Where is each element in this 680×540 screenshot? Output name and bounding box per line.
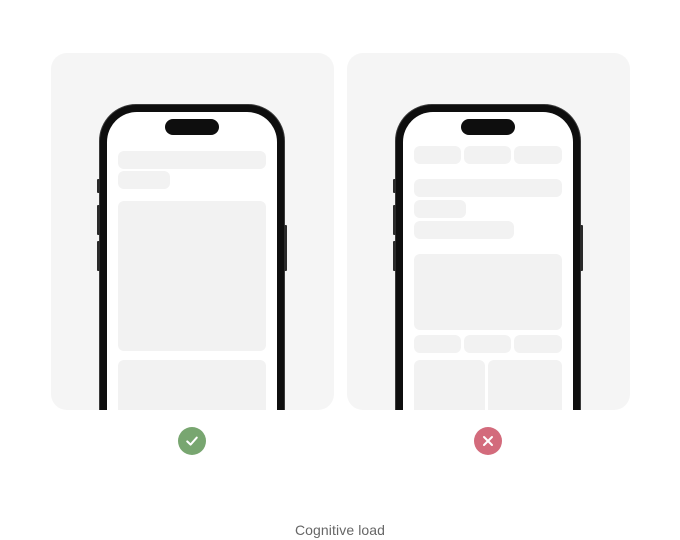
phone-power-button xyxy=(580,225,583,271)
phone-mockup xyxy=(393,105,583,410)
caption: Cognitive load xyxy=(294,522,386,538)
skeleton-chip xyxy=(414,335,461,353)
dynamic-island xyxy=(461,119,515,135)
phone-mockup xyxy=(97,105,287,410)
skeleton-content-card xyxy=(118,201,266,351)
skeleton-subtitle-bar xyxy=(118,171,170,189)
skeleton-content-card xyxy=(414,254,562,330)
skeleton-chip xyxy=(514,335,562,353)
skeleton-subtitle-bar xyxy=(414,200,466,218)
phone-power-button xyxy=(284,225,287,271)
good-example-panel xyxy=(51,53,334,410)
phone-screen xyxy=(107,112,277,410)
cross-icon xyxy=(474,427,502,455)
phone-side-button xyxy=(393,241,396,271)
phone-screen xyxy=(403,112,573,410)
phone-side-button xyxy=(97,179,100,193)
skeleton-title-bar xyxy=(118,151,266,169)
skeleton-content-card xyxy=(118,360,266,410)
skeleton-tab xyxy=(514,146,562,164)
phone-side-button xyxy=(97,205,100,235)
skeleton-tab xyxy=(464,146,511,164)
phone-side-button xyxy=(393,205,396,235)
dynamic-island xyxy=(165,119,219,135)
skeleton-title-bar xyxy=(414,179,562,197)
phone-side-button xyxy=(97,241,100,271)
check-icon xyxy=(178,427,206,455)
skeleton-tab xyxy=(414,146,461,164)
phone-side-button xyxy=(393,179,396,193)
skeleton-grid-card xyxy=(414,360,485,410)
skeleton-subtitle-bar xyxy=(414,221,514,239)
bad-example-panel xyxy=(347,53,630,410)
skeleton-chip xyxy=(464,335,511,353)
skeleton-grid-card xyxy=(488,360,562,410)
